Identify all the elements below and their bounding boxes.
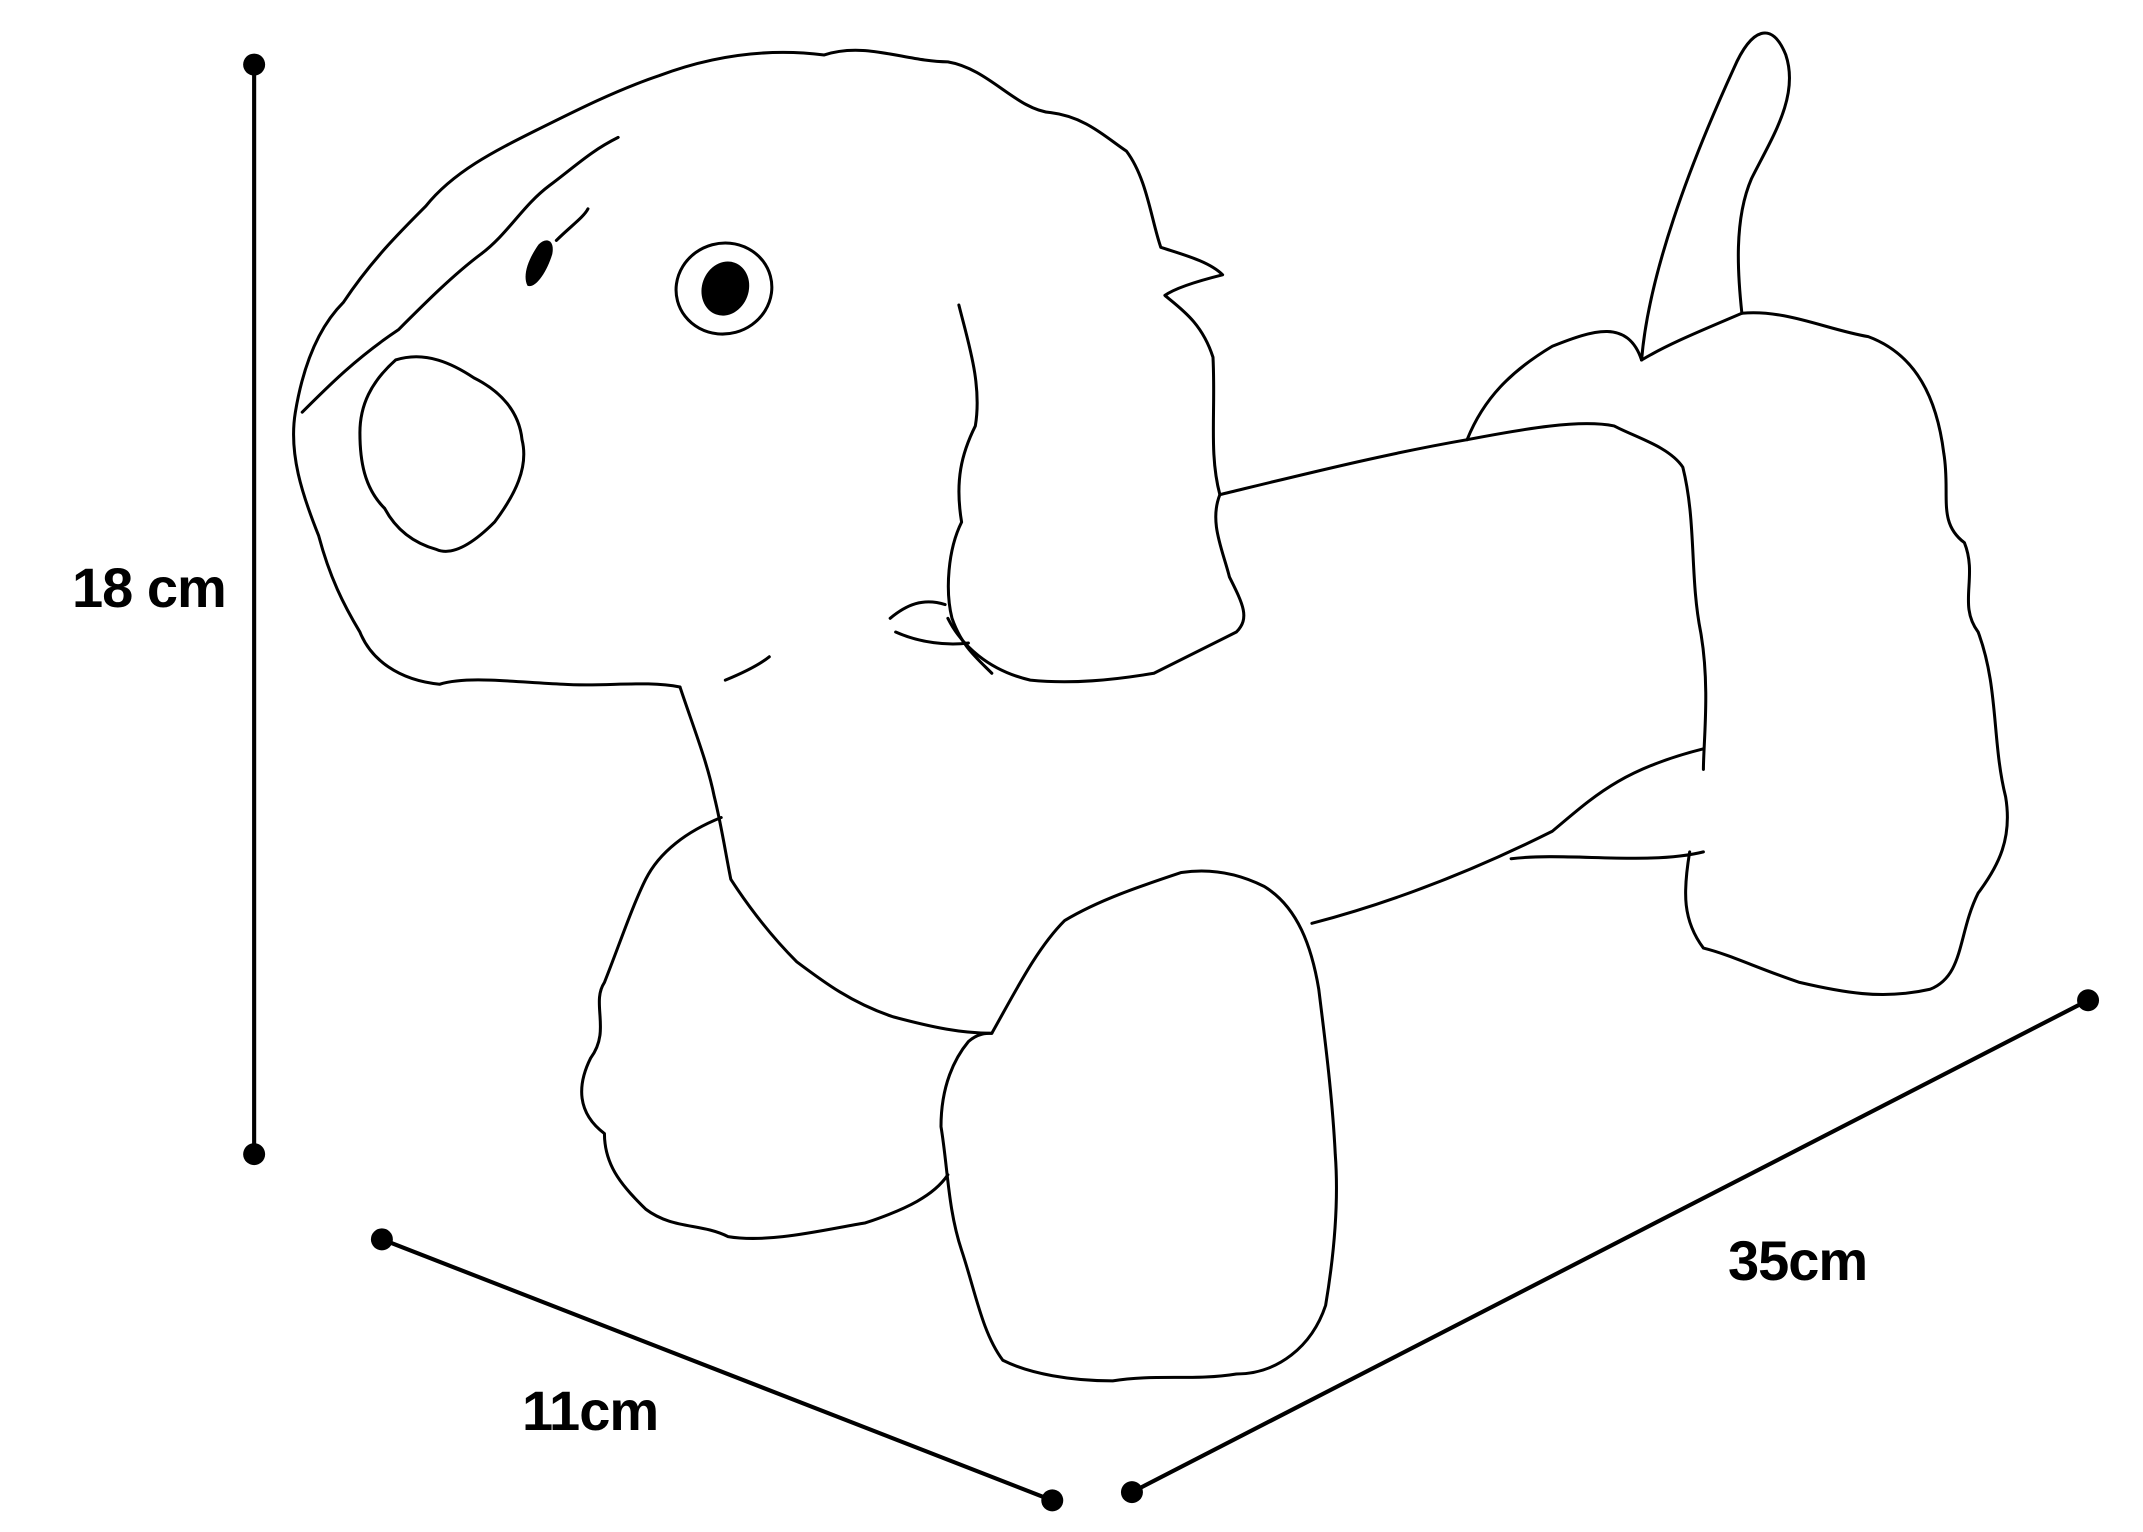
depth-label: 11cm (522, 1379, 659, 1442)
height-dimension-line (243, 53, 266, 1166)
depth-dimension-line (370, 1228, 1064, 1512)
neck (678, 685, 994, 1035)
body-top (1218, 422, 1708, 771)
tail (1640, 31, 1792, 362)
chin (888, 600, 970, 646)
height-label: 18 cm (72, 556, 227, 619)
head (292, 48, 1246, 689)
body-belly (1310, 747, 1705, 925)
eye-pupil (701, 261, 750, 316)
length-dimension-line (1120, 989, 2100, 1504)
back-leg-front (1465, 329, 1644, 442)
front-leg-left (580, 816, 950, 1240)
far-eyebrow (554, 207, 590, 242)
mouth (723, 655, 771, 682)
snout (358, 355, 526, 553)
ear (946, 303, 994, 675)
eye-outer (674, 241, 774, 336)
far-eye (525, 240, 553, 287)
body-belly-fluff (1509, 850, 1705, 861)
front-leg-right (939, 869, 1338, 1383)
length-label: 35cm (1728, 1229, 1868, 1292)
head-inner-fur (300, 135, 620, 414)
back-leg-rear (1640, 311, 2009, 997)
